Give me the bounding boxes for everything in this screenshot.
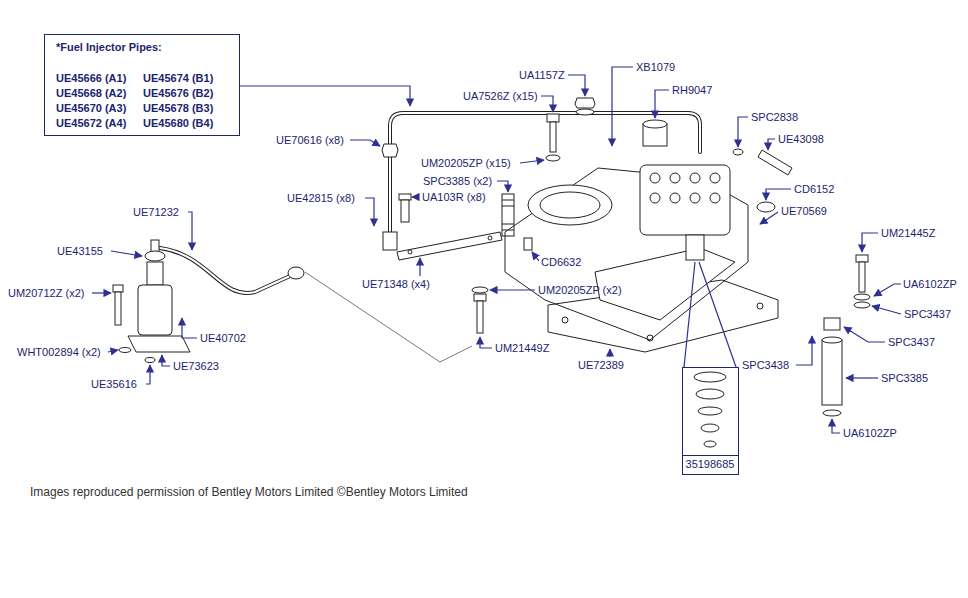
callout-number: UE43098 [778,133,824,146]
callout-number: UM20712Z (x2) [8,287,84,300]
kit-box: 35198685 [682,367,739,475]
callout-number: UM20205ZP (x2) [538,284,622,297]
callout-number: UE70569 [781,205,827,218]
part-number: UE45680 (B4) [143,117,213,130]
callout-number: SPC3385 [881,372,928,385]
callout-number: UE43155 [57,245,103,258]
part-number: UE45674 (B1) [143,72,213,85]
callout-number: UM21445Z [881,227,935,240]
callout-number: WHT002894 (x2) [17,346,101,359]
callout-number: XB1079 [636,61,675,74]
callout-number: UA1157Z [519,69,565,82]
connection-lines [305,262,736,367]
box-heading: *Fuel Injector Pipes: [56,41,162,54]
part-number: UE45666 (A1) [56,72,126,85]
part-number: UE45668 (A2) [56,87,126,100]
legend-box: *Fuel Injector Pipes: UE45666 (A1) UE45674… [44,34,240,136]
callout-number: UE35616 [91,378,137,391]
callout-number: UE40702 [200,332,246,345]
part-number: UE45678 (B3) [143,102,213,115]
callout-number: SPC3437 [904,308,951,321]
callout-number: UE71232 [133,206,179,219]
callout-number: UA7526Z (x15) [463,90,538,103]
fuel-pipes [160,113,700,293]
part-outlines [113,98,870,447]
callout-number: SPC3438 [742,359,789,372]
caption: Images reproduced permission of Bentley … [30,485,468,499]
callout-number: UE42815 (x8) [287,192,355,205]
callout-number: UM20205ZP (x15) [421,157,511,170]
callout-number: UE73623 [173,360,219,373]
part-number: UE45672 (A4) [56,117,126,130]
callout-number: SPC3385 (x2) [423,175,492,188]
part-number: UE45676 (B2) [143,87,213,100]
callout-number: UA6102ZP [843,427,897,440]
part-number: UE45670 (A3) [56,102,126,115]
callout-number: UM21449Z [495,342,549,355]
callout-number: CD6632 [541,256,581,269]
callout-number: UE72389 [578,359,624,372]
callout-number: UE71348 (x4) [362,278,430,291]
callout-number: CD6152 [794,183,834,196]
callout-number: SPC2838 [751,111,798,124]
callout-number: UA103R (x8) [422,191,486,204]
leader-lines [92,67,901,433]
part-number: 35198685 [683,455,738,474]
callout-number: UA6102ZP [903,278,957,291]
callout-number: SPC3437 [888,336,935,349]
callout-number: UE70616 (x8) [276,134,344,147]
callout-number: RH9047 [672,84,712,97]
